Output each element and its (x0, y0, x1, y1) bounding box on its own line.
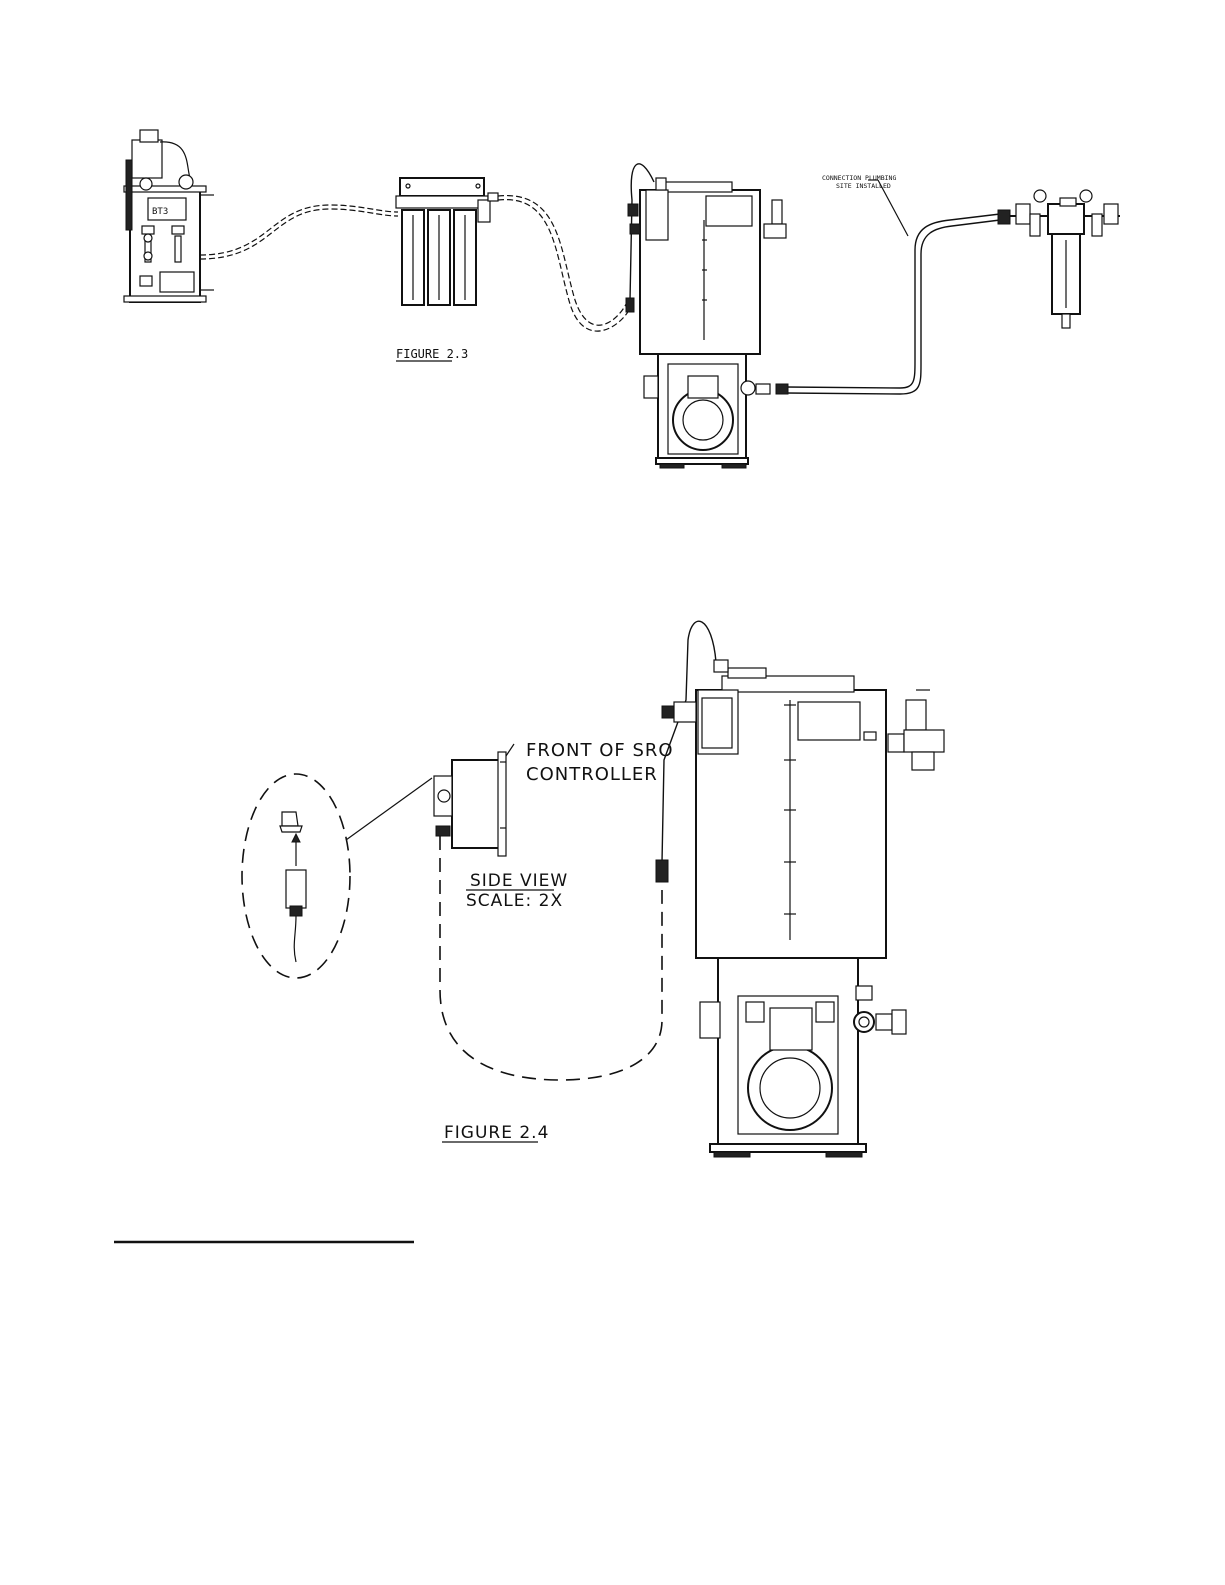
callout-connection-line1: CONNECTION PLUMBING (822, 174, 896, 182)
connection-plumbing-line (786, 214, 1000, 388)
side-view-scale: SCALE: 2X (466, 891, 563, 911)
hose-prefilter-to-tank (498, 196, 628, 326)
callout-front-line2: CONTROLLER (526, 764, 658, 785)
figure-2-3-caption: FIGURE 2.3 (396, 347, 468, 361)
side-view-label: SIDE VIEW (470, 871, 568, 891)
storage-tank-large-icon (662, 660, 944, 1157)
air-filter-regulator-icon (1010, 190, 1120, 328)
float-switch-connector-icon (280, 812, 306, 962)
callout-connection-line2: SITE INSTALLED (836, 182, 891, 190)
callout-front-line1: FRONT OF SRO (526, 740, 674, 761)
storage-tank-icon (626, 164, 786, 468)
prefilter-housing-icon (396, 178, 498, 305)
figure-2-4-caption: FIGURE 2.4 (444, 1123, 549, 1143)
ro-unit-icon: BT3 (124, 130, 214, 302)
controller-box-icon (434, 752, 506, 856)
float-switch-plug (656, 860, 668, 882)
figure-2-4: FRONT OF SRO CONTROLLER SIDE VIEW SCALE:… (242, 621, 944, 1157)
figure-2-3: BT3 (124, 130, 1120, 468)
svg-text:BT3: BT3 (152, 207, 168, 217)
